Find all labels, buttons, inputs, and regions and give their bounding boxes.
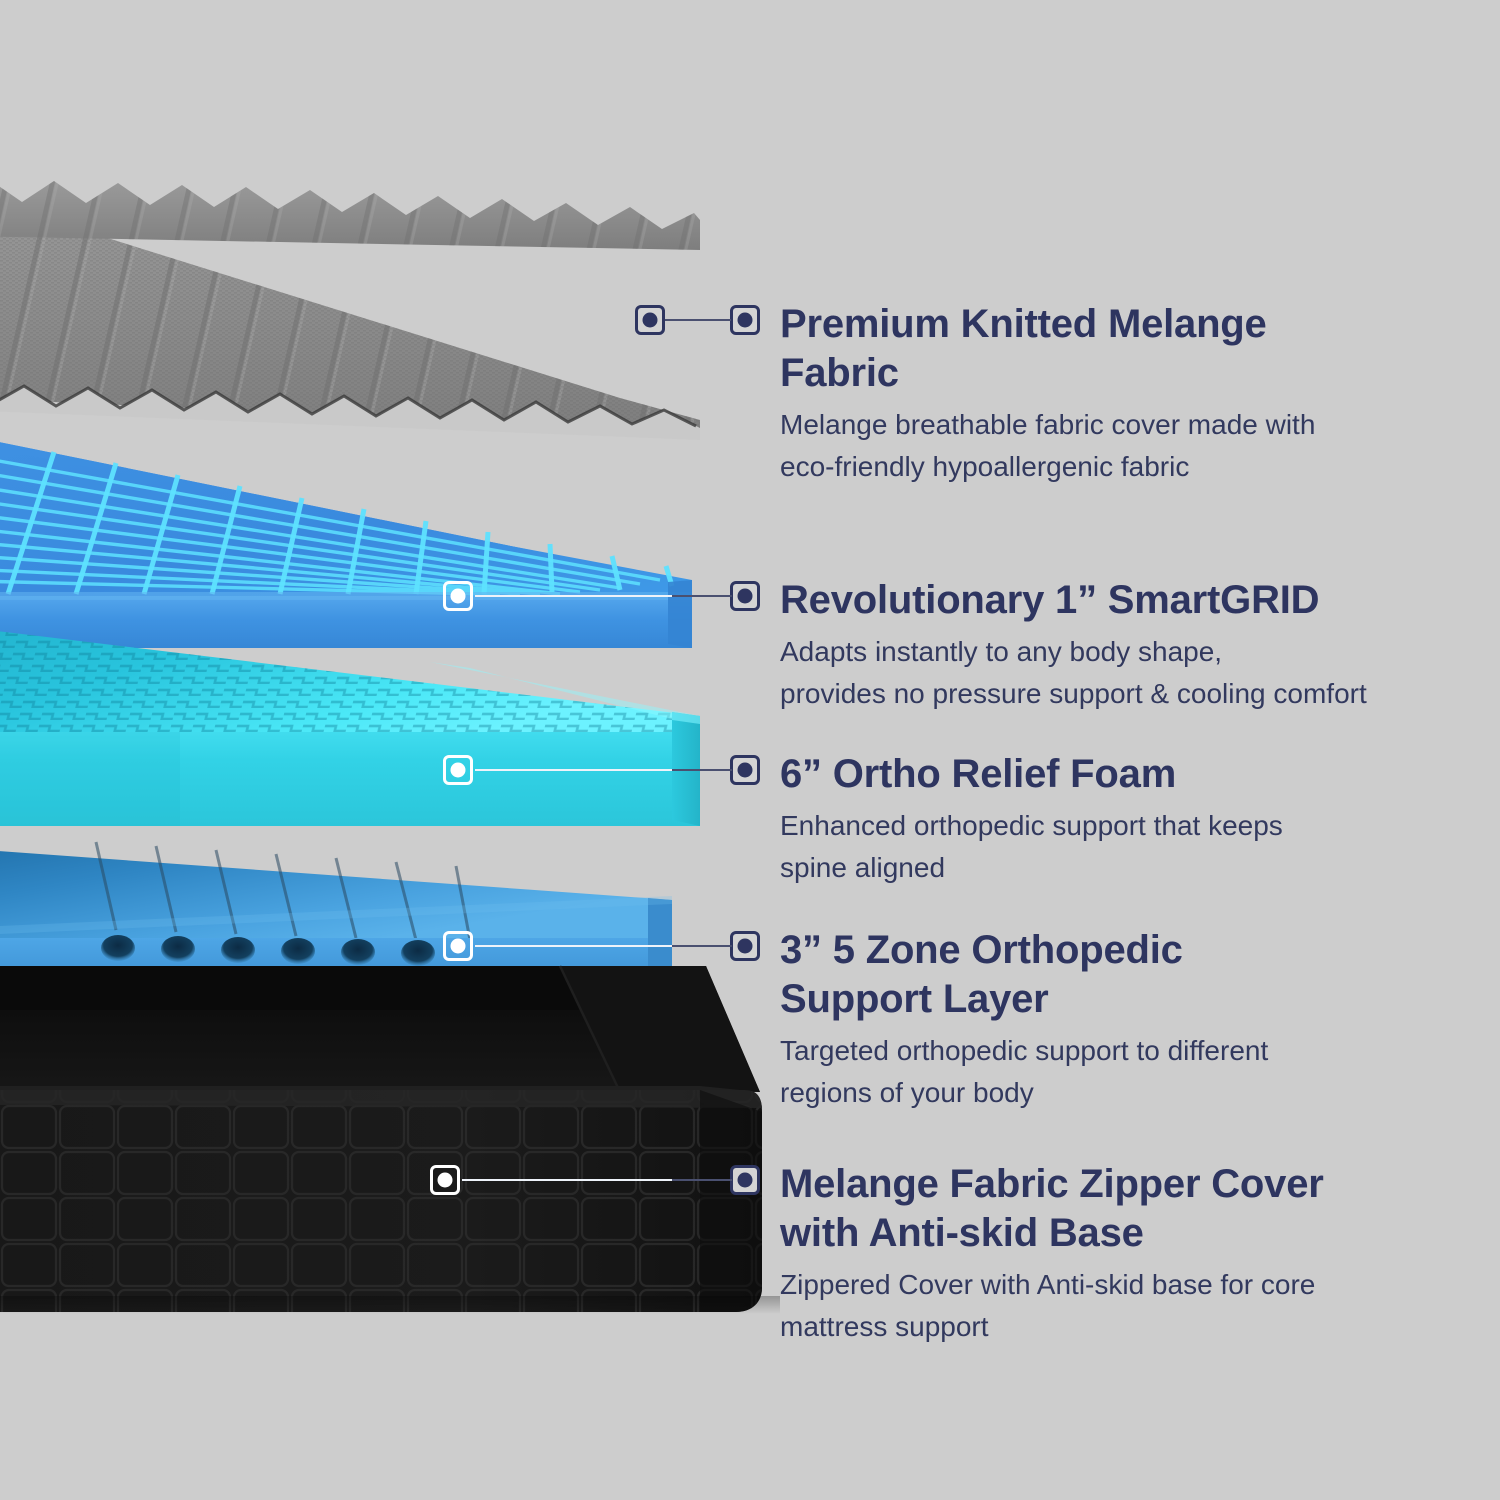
marker-dot (642, 312, 658, 328)
callout-desc-line-2: provides no pressure support & cooling c… (780, 678, 1367, 709)
callout-ortho-relief-foam[interactable]: 6” Ortho Relief Foam Enhanced orthopedic… (443, 750, 1460, 889)
callout-title-line-2: Support Layer (780, 977, 1049, 1021)
marker-dot (450, 762, 466, 778)
callout-desc-line-1: Adapts instantly to any body shape, (780, 636, 1223, 667)
callout-desc-line-1: Enhanced orthopedic support that keeps (780, 810, 1283, 841)
callout-desc-line-2: spine aligned (780, 852, 946, 883)
callout-five-zone-orthopedic-support[interactable]: 3” 5 Zone Orthopedic Support Layer Targe… (443, 926, 1460, 1114)
callout-leader-line-zone-inner (475, 945, 675, 947)
callout-desc-cover: Zippered Cover with Anti-skid base for c… (780, 1264, 1480, 1348)
callout-desc-line-1: Zippered Cover with Anti-skid base for c… (780, 1269, 1316, 1300)
callout-title-line-1: Melange Fabric Zipper Cover (780, 1162, 1324, 1206)
callout-marker-badge-fabric-right[interactable] (730, 305, 760, 335)
callout-marker-badge-smartgrid-left[interactable] (443, 581, 473, 611)
marker-dot (737, 588, 753, 604)
callout-premium-knitted-melange-fabric[interactable]: Premium Knitted Melange Fabric Melange b… (635, 300, 1460, 488)
callout-title-zone: 3” 5 Zone Orthopedic Support Layer (780, 926, 1460, 1024)
callout-title-line-2: with Anti-skid Base (780, 1211, 1144, 1255)
callout-desc-smartgrid: Adapts instantly to any body shape, prov… (780, 631, 1480, 715)
callout-marker-badge-cover-left[interactable] (430, 1165, 460, 1195)
callout-title-line-1: Premium Knitted Melange (780, 302, 1267, 346)
marker-dot (737, 312, 753, 328)
callout-title-line-1: 3” 5 Zone Orthopedic (780, 928, 1183, 972)
callout-leader-line-cover-outer (672, 1179, 732, 1181)
marker-dot (450, 588, 466, 604)
callout-title-cover: Melange Fabric Zipper Cover with Anti-sk… (780, 1160, 1480, 1258)
callout-leader-line-smartgrid-inner (475, 595, 675, 597)
callout-marker-badge-smartgrid-right[interactable] (730, 581, 760, 611)
callout-revolutionary-smartgrid[interactable]: Revolutionary 1” SmartGRID Adapts instan… (443, 576, 1480, 715)
callout-marker-badge-fabric-left[interactable] (635, 305, 665, 335)
callout-desc-line-1: Targeted orthopedic support to different (780, 1035, 1269, 1066)
marker-dot (450, 938, 466, 954)
callout-title-foam: 6” Ortho Relief Foam (780, 750, 1460, 799)
callout-leader-line-smartgrid-outer (672, 595, 732, 597)
callout-marker-badge-zone-left[interactable] (443, 931, 473, 961)
callout-desc-foam: Enhanced orthopedic support that keeps s… (780, 805, 1460, 889)
callout-desc-fabric: Melange breathable fabric cover made wit… (780, 404, 1460, 488)
callout-melange-fabric-zipper-cover[interactable]: Melange Fabric Zipper Cover with Anti-sk… (430, 1160, 1480, 1348)
callout-desc-zone: Targeted orthopedic support to different… (780, 1030, 1460, 1114)
callout-desc-line-1: Melange breathable fabric cover made wit… (780, 409, 1316, 440)
marker-dot (437, 1172, 453, 1188)
marker-dot (737, 938, 753, 954)
callout-leader-line-fabric (665, 319, 731, 321)
callout-leader-line-zone-outer (672, 945, 732, 947)
callout-desc-line-2: eco-friendly hypoallergenic fabric (780, 451, 1190, 482)
callout-marker-badge-foam-right[interactable] (730, 755, 760, 785)
callout-title-smartgrid: Revolutionary 1” SmartGRID (780, 576, 1480, 625)
callout-title-line-2: Fabric (780, 351, 899, 395)
callout-leader-line-foam-inner (475, 769, 675, 771)
callout-marker-badge-cover-right[interactable] (730, 1165, 760, 1195)
callout-title-line-1: 6” Ortho Relief Foam (780, 752, 1177, 796)
callout-leader-line-cover-inner (462, 1179, 674, 1181)
callout-marker-badge-foam-left[interactable] (443, 755, 473, 785)
marker-dot (737, 762, 753, 778)
callout-desc-line-2: regions of your body (780, 1077, 1034, 1108)
marker-dot (737, 1172, 753, 1188)
callout-marker-badge-zone-right[interactable] (730, 931, 760, 961)
callout-title-line-1: Revolutionary 1” SmartGRID (780, 578, 1320, 622)
callout-title-fabric: Premium Knitted Melange Fabric (780, 300, 1460, 398)
callout-desc-line-2: mattress support (780, 1311, 989, 1342)
callout-leader-line-foam-outer (672, 769, 732, 771)
